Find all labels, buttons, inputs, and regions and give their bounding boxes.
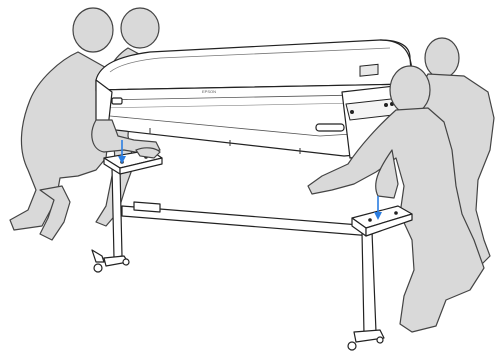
- panel-button-icon: [351, 111, 354, 114]
- caster-wheel-icon: [377, 337, 383, 343]
- printer-brand-mark: EPSON: [202, 89, 216, 94]
- stand-support-right: [352, 206, 412, 236]
- caster-wheel-icon: [94, 264, 102, 272]
- printer-stand: [92, 168, 412, 350]
- panel-button-icon: [385, 104, 388, 107]
- panel-screen: [360, 64, 378, 76]
- caster-wheel-icon: [348, 342, 356, 350]
- caster-wheel-icon: [123, 259, 129, 265]
